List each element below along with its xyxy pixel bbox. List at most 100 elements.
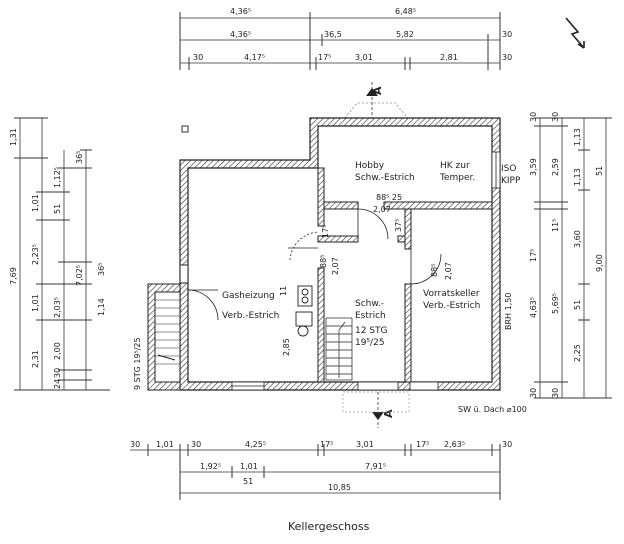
dim-11: 11 [279, 286, 288, 296]
boiler-equipment [295, 285, 313, 337]
section-mark-bottom: A [342, 391, 410, 428]
right-dim-30b: 30 [529, 388, 538, 398]
left-dim-200: 2,00 [53, 342, 62, 360]
left-dim-365b: 36⁵ [97, 263, 106, 276]
left-dim-101b: 1,01 [31, 294, 40, 312]
left-dimension-chains [14, 117, 110, 391]
bot-dim-1925: 1,92⁵ [200, 462, 221, 471]
top-dim-1a: 4,36⁵ [230, 7, 251, 16]
right-dim-5695: 5,69⁵ [551, 293, 560, 314]
section-mark-top: A [344, 82, 409, 119]
room-hobby-name: Hobby [355, 161, 385, 171]
bot-dim-51: 51 [243, 477, 253, 486]
room-vorrat-floor: Verb.-Estrich [423, 301, 480, 311]
right-dim-4635: 4,63⁵ [529, 297, 538, 318]
door-2-width: 88⁵ [319, 255, 328, 268]
top-dim-2a: 4,36⁵ [230, 30, 251, 39]
brh-label: BRH 1,50 [504, 293, 513, 330]
top-dim-3a: 30 [193, 53, 203, 62]
left-dim-365a: 36⁵ [75, 151, 84, 164]
right-dim-175: 17⁵ [529, 249, 538, 262]
room-hk-line2: Temper. [439, 173, 475, 183]
right-dim-113a: 1,13 [573, 128, 582, 146]
top-dim-2b: 36,5 [324, 30, 342, 39]
right-dim-259: 2,59 [551, 158, 560, 176]
bot-dim-30b: 30 [191, 440, 201, 449]
right-dim-359: 3,59 [529, 158, 538, 176]
left-dim-30: 30 [53, 368, 62, 378]
bot-dim-30a: 30 [130, 440, 140, 449]
bot-dim-101: 1,01 [156, 440, 174, 449]
top-dim-3e: 2,81 [440, 53, 458, 62]
top-dim-2d: 30 [502, 30, 512, 39]
bot-dim-1085: 10,85 [328, 483, 351, 492]
corridor-line2: Estrich [355, 311, 386, 321]
right-dimension-chains [534, 117, 612, 399]
door-1-width: 88⁵ 25 [376, 193, 402, 202]
entrance-stair [147, 283, 219, 391]
room-hk-line1: HK zur [440, 161, 470, 171]
bot-dim-101b: 1,01 [240, 462, 258, 471]
bot-dim-175b: 17⁵ [416, 440, 429, 449]
iso-label: ISO [501, 164, 516, 174]
entrance-stair-label: 9 STG 19⁵/25 [133, 337, 142, 390]
left-dim-2035: 2,03⁵ [53, 297, 62, 318]
wall-dim-175: 17⁵ [321, 225, 330, 238]
top-dimension-chains [179, 12, 501, 70]
left-dim-769: 7,69 [9, 267, 18, 285]
left-dim-2235: 2,23⁵ [31, 244, 40, 265]
top-dim-2c: 5,82 [396, 30, 414, 39]
room-gas-name: Gasheizung [222, 291, 275, 301]
door-1-height: 2,07 [373, 205, 391, 214]
windows [231, 151, 501, 391]
chimney-marker [181, 125, 189, 133]
left-dim-24: 24 [53, 379, 62, 389]
right-dim-900: 9,00 [595, 254, 604, 272]
bottom-dimension-chains [130, 444, 501, 500]
left-dim-101a: 1,01 [31, 194, 40, 212]
top-dim-3f: 30 [502, 53, 512, 62]
right-dim-30c: 30 [551, 112, 560, 122]
left-dim-131: 1,31 [9, 128, 18, 146]
stair-steps: 12 STG [355, 326, 388, 336]
top-dim-3c: 17⁵ [318, 53, 331, 62]
door-3-width: 88⁵ [430, 264, 439, 277]
stair-ratio: 19⁵/25 [355, 338, 385, 348]
left-dim-1125: 1,12⁵ [53, 167, 62, 188]
bot-dim-301: 3,01 [356, 440, 374, 449]
top-dim-3b: 4,17⁵ [244, 53, 265, 62]
bot-dim-30c: 30 [502, 440, 512, 449]
right-dim-115: 11⁵ [551, 219, 560, 232]
room-hobby-floor: Schw.-Estrich [355, 173, 415, 183]
walls [179, 117, 501, 391]
bot-dim-175a: 17⁵ [320, 440, 333, 449]
door-2-height: 2,07 [331, 257, 340, 275]
wall-dim-375: 37⁵ [394, 219, 403, 232]
bot-dim-7915: 7,91⁵ [365, 462, 386, 471]
left-dim-231: 2,31 [31, 350, 40, 368]
right-dim-51a: 51 [595, 166, 604, 176]
room-vorrat-name: Vorratskeller [423, 289, 480, 299]
right-dim-360: 3,60 [573, 230, 582, 248]
internal-stair [325, 317, 353, 381]
left-dim-7025: 7,02⁵ [75, 265, 84, 286]
kipp-label: KIPP [501, 176, 521, 186]
bot-dim-4255: 4,25⁵ [245, 440, 266, 449]
door-swings [288, 208, 442, 285]
left-dim-51: 51 [53, 204, 62, 214]
section-mark-label-bottom: A [382, 409, 395, 418]
door-3-height: 2,07 [444, 262, 453, 280]
top-dim-1b: 6,48⁵ [395, 7, 416, 16]
corridor-line1: Schw.- [355, 299, 384, 309]
right-dim-113b: 1,13 [573, 168, 582, 186]
right-dim-30d: 30 [551, 388, 560, 398]
north-arrow-icon [565, 17, 585, 49]
plan-title: Kellergeschoss [288, 520, 370, 533]
right-dim-30a: 30 [529, 112, 538, 122]
right-dim-225: 2,25 [573, 344, 582, 362]
right-dim-51b: 51 [573, 300, 582, 310]
section-mark-label-top: A [371, 86, 384, 95]
room-gas-floor: Verb.-Estrich [222, 311, 279, 321]
top-dim-3d: 3,01 [355, 53, 373, 62]
